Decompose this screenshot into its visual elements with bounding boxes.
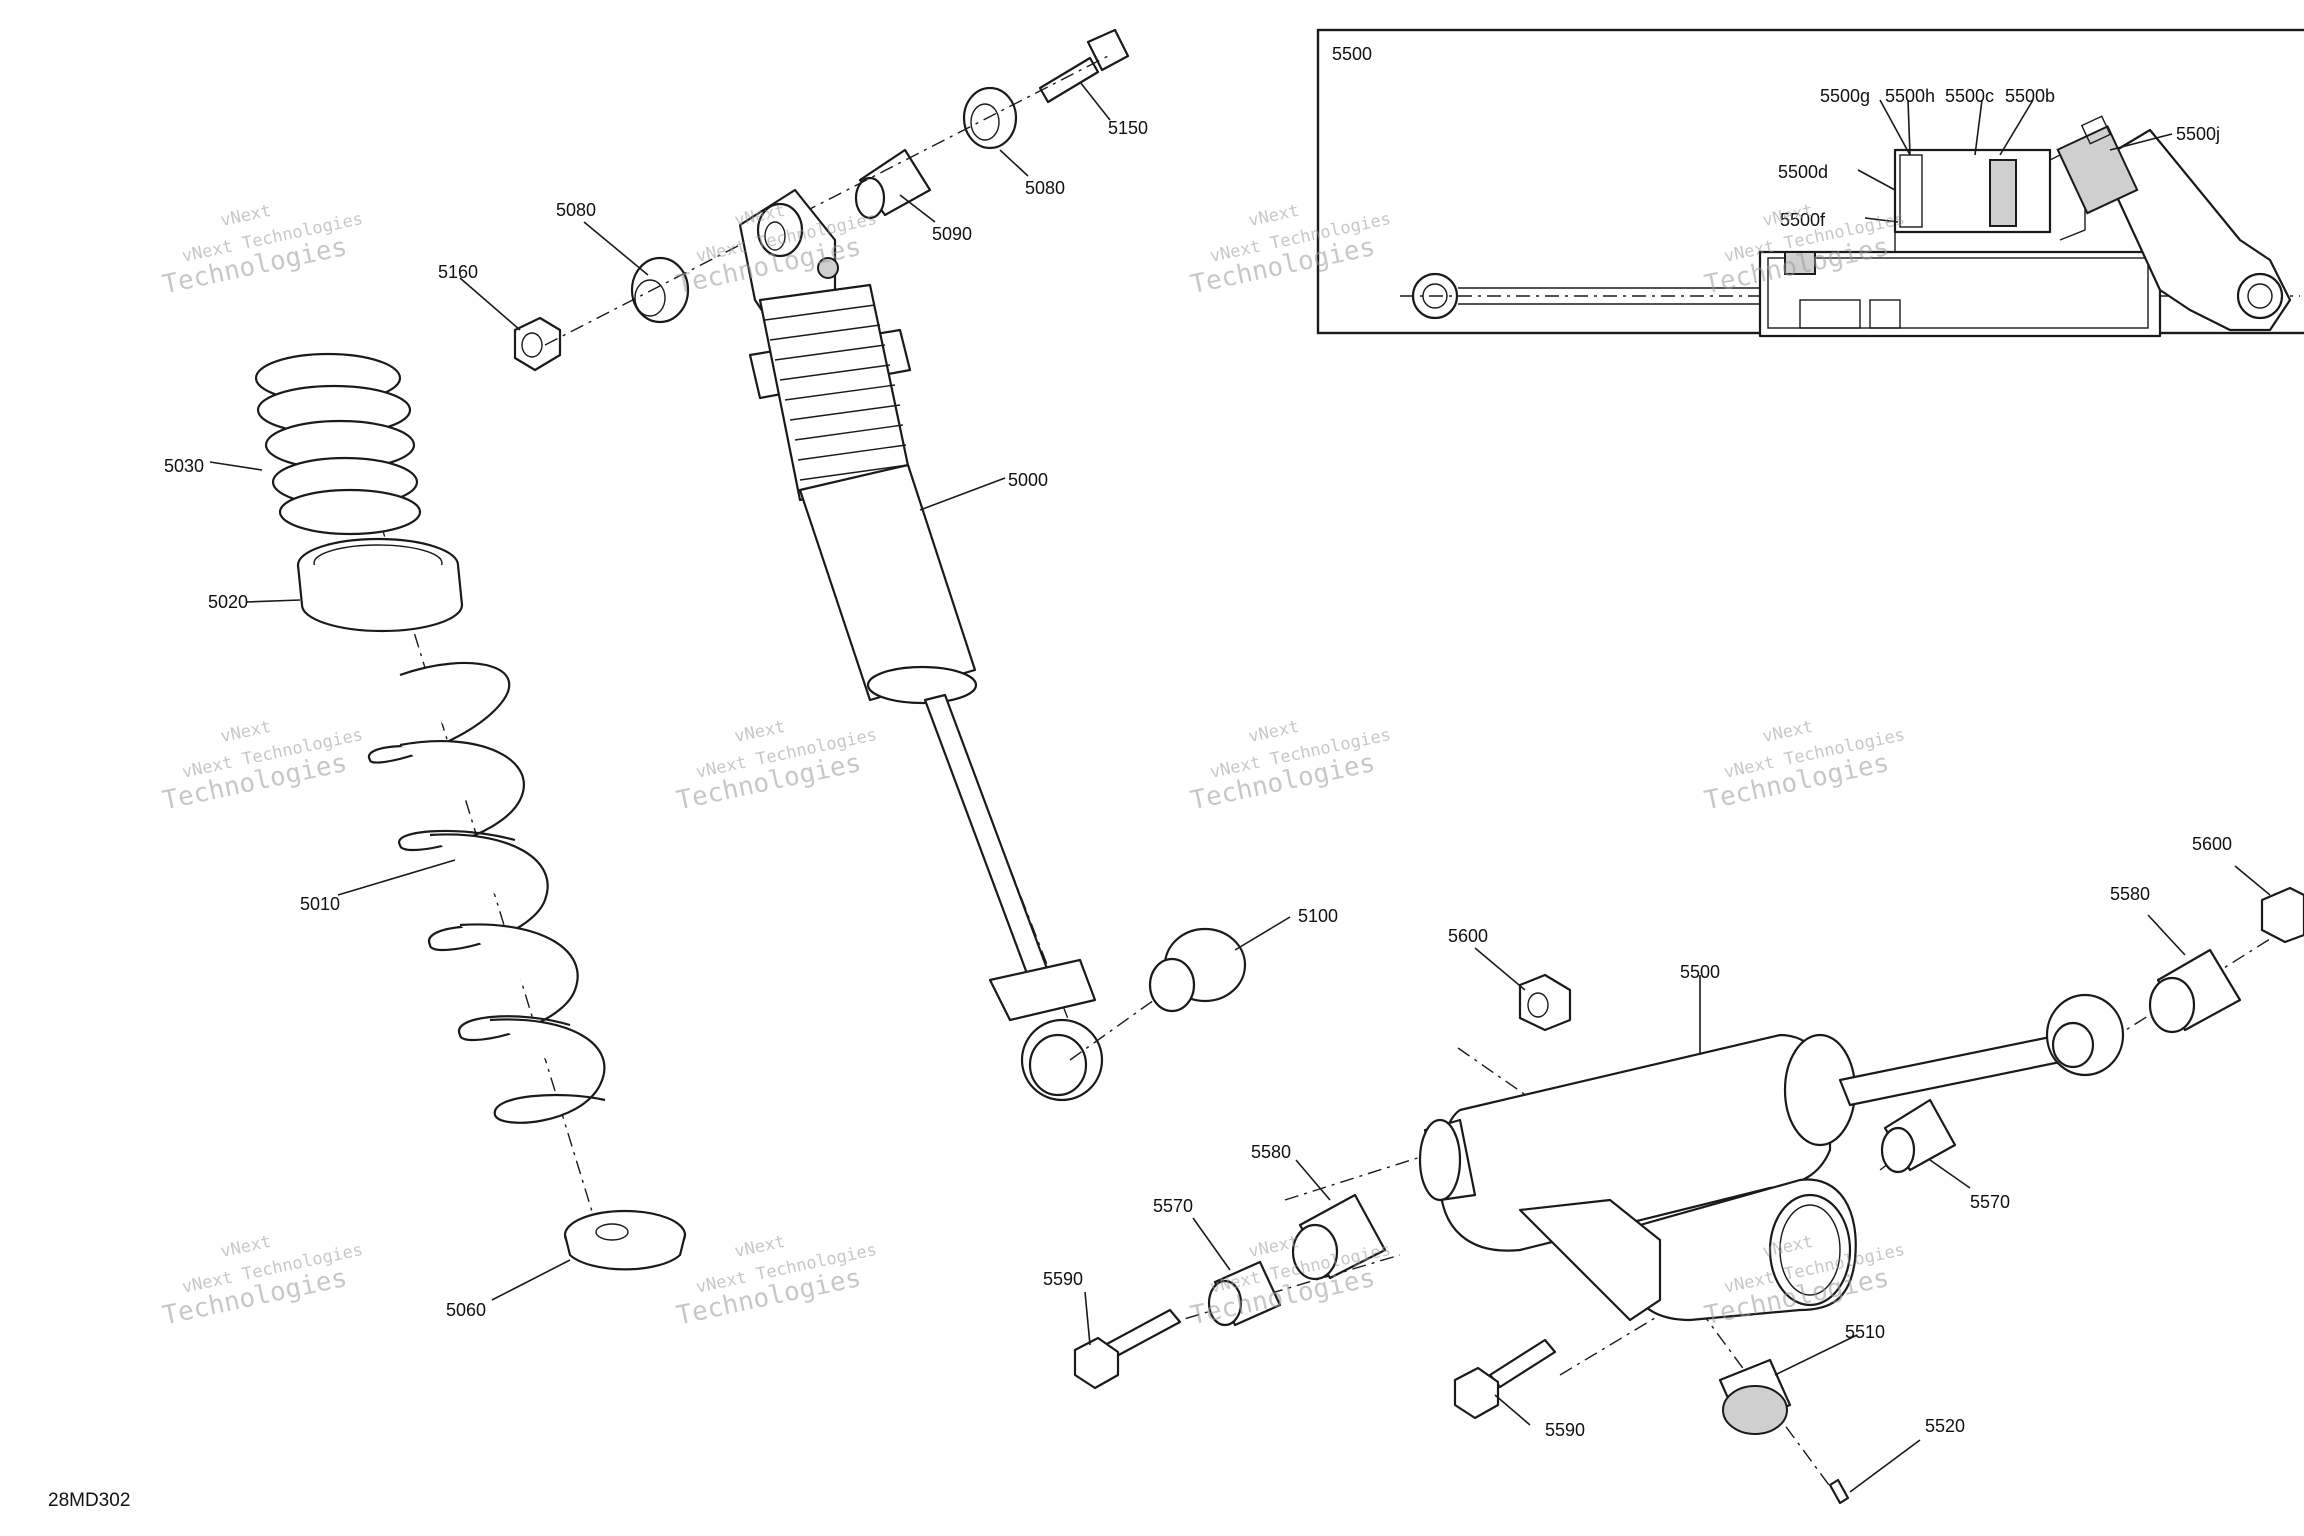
figure-reference: 28MD302 (48, 1490, 130, 1511)
callout-5570-right: 5570 (1970, 1192, 2010, 1212)
callout-5500c: 5500c (1945, 86, 1994, 106)
callout-5600-left: 5600 (1448, 926, 1488, 946)
callout-5100: 5100 (1298, 906, 1338, 926)
bushing-5100 (1069, 927, 1247, 1061)
watermark: vNext vNext Technologies Technologies (1188, 717, 1393, 817)
callout-5000: 5000 (1008, 470, 1048, 490)
watermark: vNext vNext Technologies Technologies (160, 717, 365, 817)
shock-assembly-5500 (1129, 919, 2301, 1505)
lower-mount-hardware (1073, 886, 2304, 1420)
spring-5010 (367, 661, 606, 1124)
retainer-5060 (563, 1209, 687, 1271)
callout-5500h: 5500h (1885, 86, 1935, 106)
inset-cutaway-5500: 5500 5500g 5500h 5 (1316, 28, 2304, 338)
svg-text:vNext: vNext (219, 201, 273, 231)
callout-5080-left: 5080 (556, 200, 596, 220)
leader-lines (209, 81, 2271, 1493)
adapter-5020 (296, 537, 464, 633)
callout-5500d: 5500d (1778, 162, 1828, 182)
callout-5510: 5510 (1845, 1322, 1885, 1342)
svg-text:vNext: vNext (1247, 717, 1301, 747)
svg-text:vNext: vNext (733, 1232, 787, 1262)
svg-text:vNext: vNext (733, 717, 787, 747)
watermark: vNext vNext Technologies Technologies (1702, 717, 1907, 817)
callout-5590-left: 5590 (1043, 1269, 1083, 1289)
callout-5020: 5020 (208, 592, 248, 612)
callout-5160: 5160 (438, 262, 478, 282)
spring-5030 (254, 352, 422, 536)
callout-5500g: 5500g (1820, 86, 1870, 106)
callout-5590-right: 5590 (1545, 1420, 1585, 1440)
callout-5520: 5520 (1925, 1416, 1965, 1436)
callout-5030: 5030 (164, 456, 204, 476)
callout-5500j: 5500j (2176, 124, 2220, 144)
callout-5580-right: 5580 (2110, 884, 2150, 904)
callout-5010: 5010 (300, 894, 340, 914)
callout-5150: 5150 (1108, 118, 1148, 138)
watermark: vNext vNext Technologies Technologies (674, 717, 879, 817)
callout-5500f: 5500f (1780, 210, 1826, 230)
callout-5500: 5500 (1680, 962, 1720, 982)
callout-5080-top: 5080 (1025, 178, 1065, 198)
inset-label: 5500 (1332, 44, 1372, 64)
svg-text:vNext: vNext (1247, 201, 1301, 231)
shock-absorber-5000 (738, 188, 1104, 1102)
watermark: vNext vNext Technologies Technologies (160, 1232, 365, 1332)
svg-text:vNext: vNext (1761, 717, 1815, 747)
callout-5090: 5090 (932, 224, 972, 244)
callout-5600-right: 5600 (2192, 834, 2232, 854)
watermark: vNext vNext Technologies Technologies (160, 201, 365, 301)
callout-5580-left: 5580 (1251, 1142, 1291, 1162)
upper-mount-hardware (513, 28, 1130, 372)
callout-5500b: 5500b (2005, 86, 2055, 106)
callout-5060: 5060 (446, 1300, 486, 1320)
callout-5570-left: 5570 (1153, 1196, 1193, 1216)
callout-labels: 5150 5080 5090 5080 5160 5030 5020 5010 … (164, 118, 2232, 1440)
svg-text:vNext: vNext (219, 717, 273, 747)
spring-stack (254, 352, 687, 1271)
watermark: vNext vNext Technologies Technologies (674, 1232, 879, 1332)
svg-text:vNext: vNext (219, 1232, 273, 1262)
